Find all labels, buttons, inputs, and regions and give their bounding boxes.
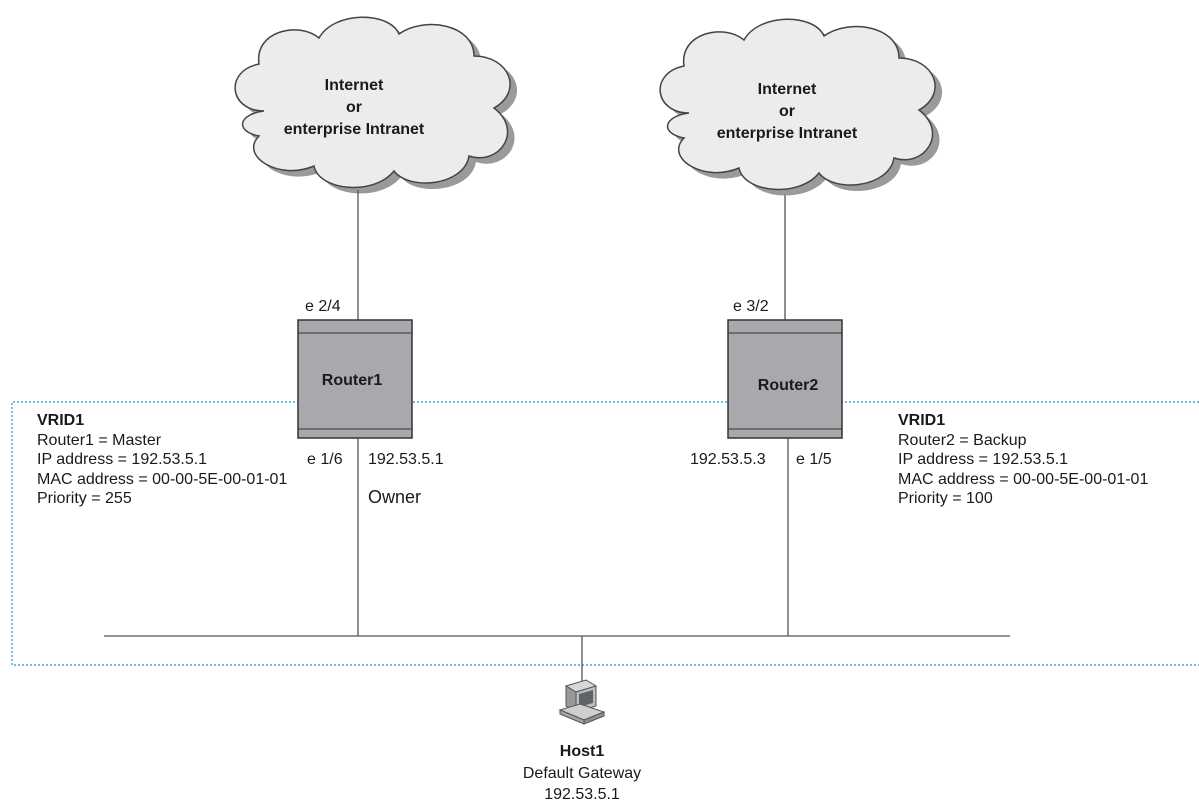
computer-icon	[558, 679, 606, 725]
router1-ip: 192.53.5.1	[368, 451, 444, 468]
cloud-2-line3: enterprise Intranet	[716, 125, 858, 142]
cloud-2-line2: or	[779, 103, 795, 120]
vrid-left-title: VRID1	[37, 412, 85, 429]
cloud-1-line2: or	[346, 99, 362, 116]
router1-box	[297, 319, 413, 439]
vrid-boundary	[11, 401, 1199, 666]
vrid-right-ip: IP address = 192.53.5.1	[898, 451, 1069, 468]
router2-box	[727, 319, 843, 439]
cloud-2-line1: Internet	[757, 81, 817, 98]
vrid-left-role: Router1 = Master	[37, 431, 162, 449]
host-gateway-label: Default Gateway	[522, 765, 642, 782]
router1-downlink-port: e 1/6	[307, 451, 343, 468]
host-name: Host1	[559, 743, 605, 760]
router2-uplink-port: e 3/2	[733, 298, 769, 315]
vrid-left-priority: Priority = 255	[37, 490, 132, 507]
vrid-left-info: VRID1 Router1 = Master IP address = 192.…	[37, 411, 287, 509]
router1-name: Router1	[321, 372, 383, 389]
cloud-1-line1: Internet	[324, 77, 384, 94]
vrid-right-title: VRID1	[898, 412, 946, 429]
vrid-right-info: VRID1 Router2 = Backup IP address = 192.…	[898, 411, 1148, 509]
router2-ip: 192.53.5.3	[690, 451, 766, 468]
cloud-2-label: Internet or enterprise Intranet	[677, 79, 897, 145]
router2-name: Router2	[757, 377, 819, 394]
cloud-1-label: Internet or enterprise Intranet	[244, 75, 464, 141]
vrid-right-mac: MAC address = 00-00-5E-00-01-01	[898, 470, 1149, 488]
router1-uplink-port: e 2/4	[305, 298, 341, 315]
router2-downlink-port: e 1/5	[796, 451, 832, 468]
router1-owner-label: Owner	[368, 487, 422, 507]
vrid-left-mac: MAC address = 00-00-5E-00-01-01	[37, 470, 288, 488]
vrid-right-role: Router2 = Backup	[898, 431, 1027, 449]
cloud-1-line3: enterprise Intranet	[283, 121, 425, 138]
host-gateway-ip: 192.53.5.1	[544, 786, 620, 803]
vrid-right-priority: Priority = 100	[898, 490, 993, 507]
vrid-left-ip: IP address = 192.53.5.1	[37, 451, 208, 468]
